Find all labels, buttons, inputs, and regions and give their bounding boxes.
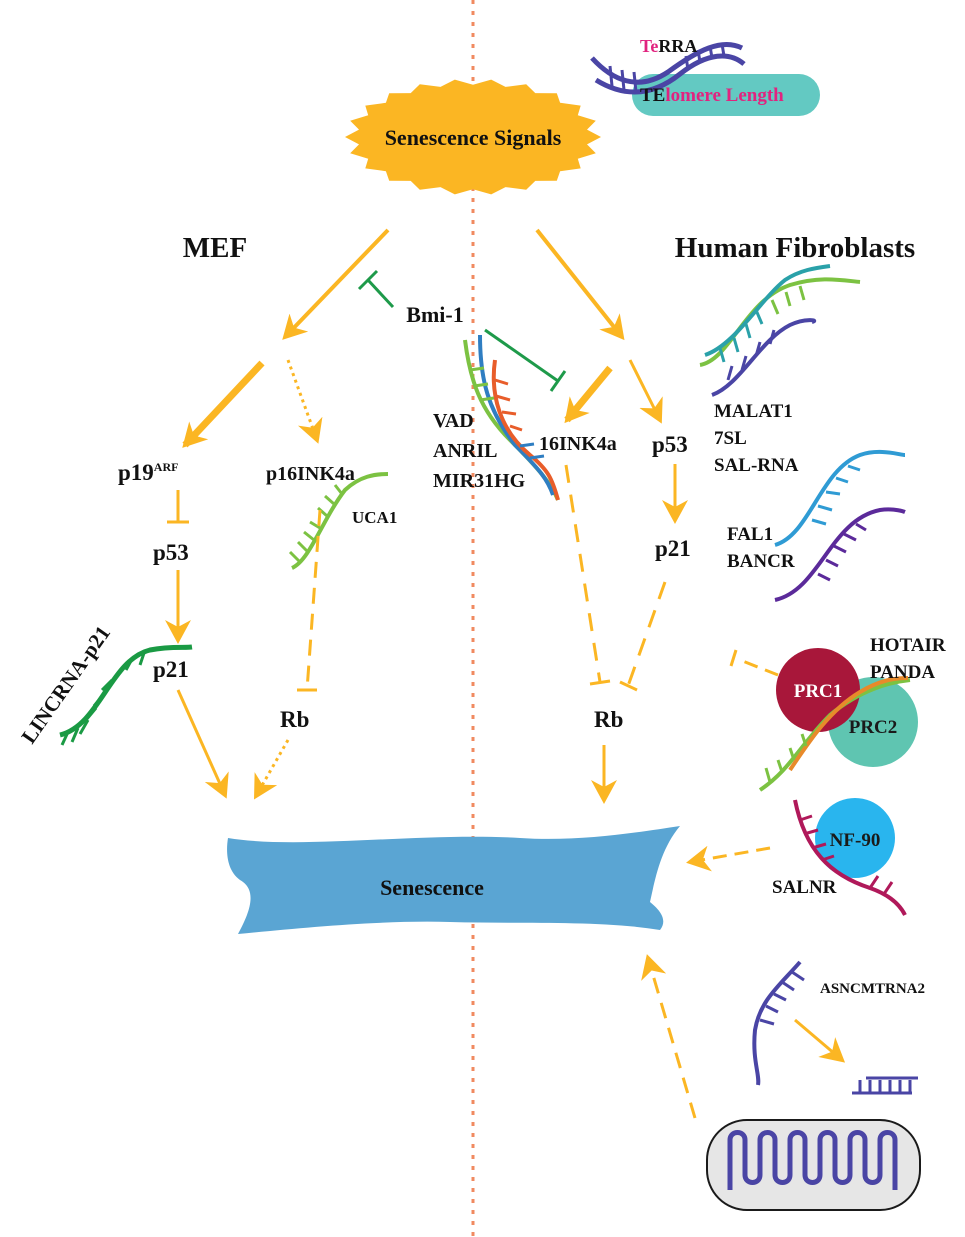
prc-inhibit-link [729,649,779,677]
asncmtrna2-label: ASNCMTRNA2 [820,981,925,997]
mef-heading: MEF [183,232,247,264]
prc2-label: PRC2 [849,717,898,738]
vad-label: VAD [433,410,474,432]
p53-mef-label: p53 [153,540,189,565]
arrow-to-p19 [182,360,265,448]
prc1-circle [776,648,860,732]
p53-human-label: p53 [652,432,688,457]
rb-human-label: Rb [594,707,623,732]
senescence-cell: Senescence [227,826,681,934]
nf90-label: NF-90 [830,830,881,851]
bancr-label: BANCR [727,551,795,572]
p19arf-label: p19ARF [118,460,178,485]
terra-strand-2 [594,53,746,95]
senescence-label: Senescence [380,875,484,900]
arrow-to-p16-human [564,365,613,424]
bmi1-inhibit-human [484,328,567,392]
processed-small-rna [852,1076,918,1095]
terra-rungs [608,43,726,93]
telomere-length-label: TElomere Length [640,85,784,106]
senescence-signals-label: Senescence Signals [385,125,562,150]
terra-label: TeRRA [640,36,697,56]
bmi1-inhibit-mef [357,269,395,309]
p21-human-label: p21 [655,536,691,561]
uca1-label: UCA1 [352,508,397,527]
p16-to-rb-mef-link [297,509,322,692]
arrow-mito-to-senescence [641,954,697,1119]
p19-to-p53-link [167,490,189,524]
rb-mef-label: Rb [280,707,309,732]
fal1-bancr-rna [774,449,906,602]
arrow-rb-to-senescence-mef [254,739,290,800]
senescence-signals-burst: Senescence Signals [345,79,601,195]
arrow-p21-to-senescence [176,689,229,799]
arrow-signals-to-human [535,228,625,341]
lincrna-p21-label: LINCRNA-p21 [16,621,115,748]
telomere-length-box [632,74,820,116]
arrow-to-p16-mef [286,359,323,444]
anril-rna-cluster [463,334,560,501]
arrow-to-p53-human [628,359,663,424]
uca1-rna [288,472,389,570]
fal1-label: FAL1 [727,524,773,545]
p16ink4a-human-label: 16INK4a [539,433,617,455]
p16-to-rb-human-link [564,464,611,686]
arrow-signals-to-mef [282,228,390,340]
bmi1-label: Bmi-1 [406,302,463,327]
7sl-label: 7SL [714,428,747,449]
terra-telomere-group: TeRRA TElomere Length [590,36,820,116]
nf90-circle [815,798,895,878]
lincrna-p21-rna [59,644,193,746]
arrow-asncmtrna2-processing [794,1018,846,1063]
malat1-rna-cluster [699,264,861,397]
human-fibroblasts-heading: Human Fibroblasts [675,232,915,264]
p21-mef-label: p21 [153,657,189,682]
hotair-label: HOTAIR [870,635,946,656]
mir31hg-label: MIR31HG [433,470,526,492]
asncmtrna2-rna [752,960,805,1086]
mitochondrion-icon [706,1119,921,1211]
p21-to-rb-human-link [619,581,667,692]
arrow-nf90-to-senescence [686,845,771,872]
nf90-salnr-complex: NF-90 [793,798,907,916]
salnr-label: SALNR [772,877,837,898]
p16ink4a-mef-label: p16INK4a [266,463,355,485]
panda-label: PANDA [870,662,935,683]
sal-rna-label: SAL-RNA [714,455,799,476]
malat1-label: MALAT1 [714,401,793,422]
prc-complex: PRC1 PRC2 [758,648,918,792]
prc1-label: PRC1 [794,681,843,702]
anril-label: ANRIL [433,440,497,462]
